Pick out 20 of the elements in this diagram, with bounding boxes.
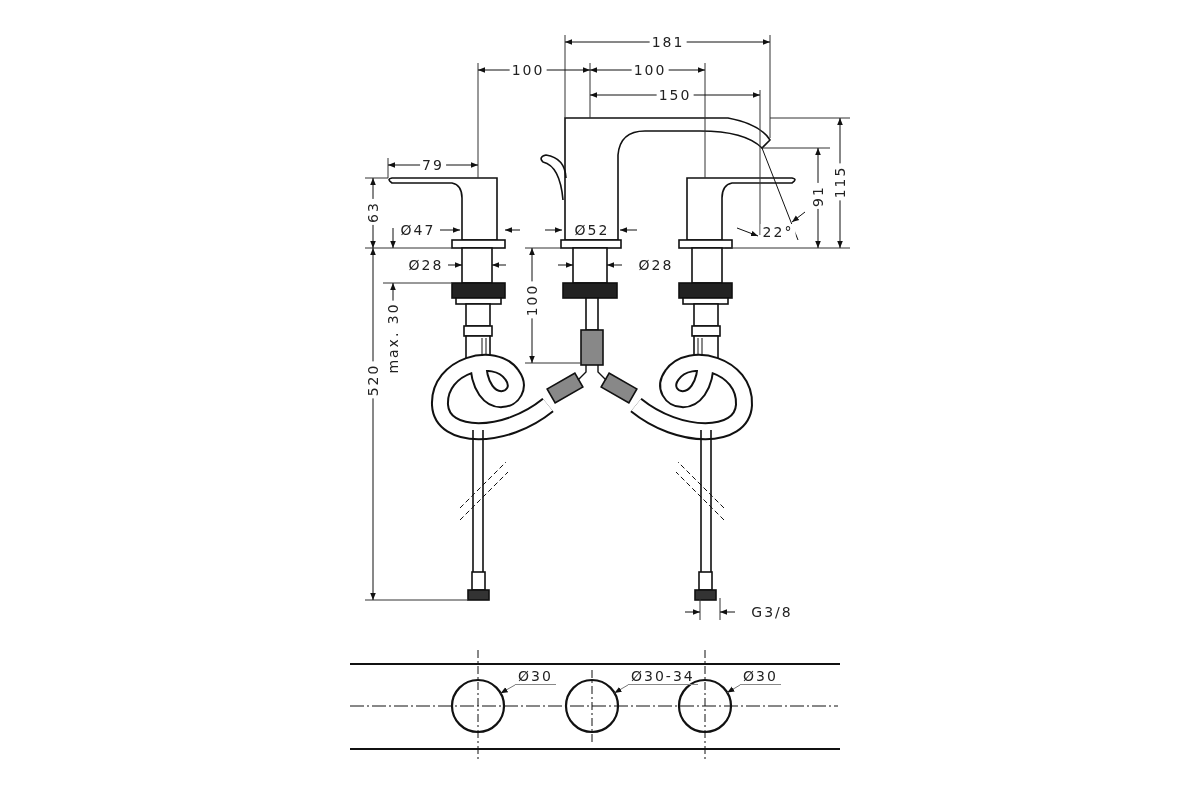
dimension-label: 91 [810,183,826,209]
dimension-label: max. 30 [385,300,401,376]
leader-line [726,684,741,694]
dimension-label: 100 [524,281,540,319]
dimension-label: 79 [420,157,446,173]
dimension-label: 100 [631,62,669,78]
dimension-label: 150 [656,87,694,103]
diameter-label: Ø30 [740,668,781,685]
mounting-hole [450,678,506,734]
dimension-label: 63 [365,199,381,225]
dimension-label: 520 [365,361,381,399]
dimension-label: 22° [760,224,796,240]
mounting-hole [564,678,620,734]
leader-line [613,684,629,694]
diameter-label: Ø30-34 [628,668,698,685]
leader-line [500,684,516,694]
dimension-label: 100 [509,62,547,78]
dimension-label: 181 [649,34,687,50]
dimension-label: 115 [832,163,848,201]
diameter-label: Ø30 [515,668,556,685]
